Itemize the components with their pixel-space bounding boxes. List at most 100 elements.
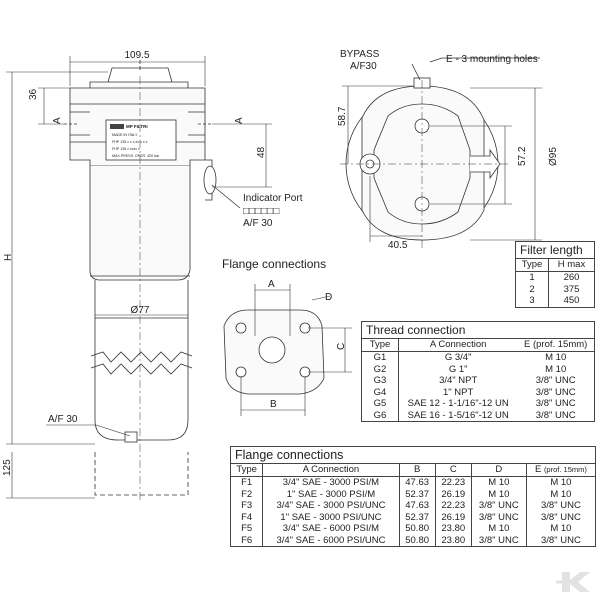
table-cell: M 10 [550,523,572,534]
table-row: G1 G 3/4" M 10 [362,351,594,364]
indicator-symbols-label: □□□□□□ [243,206,279,217]
table-cell: 3/8" UNC [471,500,527,512]
thread-header: A Connection [398,339,518,352]
table-cell: G2 [362,363,399,375]
indicator-port [203,159,241,209]
table-cell: 23.80 [435,523,472,535]
watermark-logo [556,572,590,592]
table-cell: 1" NPT [443,386,474,398]
table-cell: 3/8" UNC [535,409,576,421]
table-cell: 1 [516,271,549,284]
dim-57-2-label: 57.2 [517,146,528,166]
table-cell: 52.37 [399,488,436,500]
dim-58-7-label: 58.7 [337,106,348,126]
flange-drawing-title: Flange connections [222,257,326,271]
dim-48-label: 48 [256,146,267,158]
table-cell: G1 [362,351,399,364]
dim-width-label: 109.5 [124,50,149,61]
af30-bottom-label: A/F 30 [48,414,78,425]
table-cell: G 1" [448,363,468,375]
thread-header: Type [362,339,399,352]
filter-length-header: Type [516,259,549,272]
table-cell: 3/4" NPT [439,375,478,386]
table-cell: 26.19 [435,511,472,523]
table-cell: 3/8" UNC [535,375,576,386]
filter-length-header: H max [548,259,594,272]
table-cell: 3 [516,295,549,307]
label-brand: MP FILTRI [126,124,148,129]
table-cell: 260 [563,272,580,283]
table-row: G2 G 1" M 10 [362,363,594,375]
flange-connections-table: Flange connections Type A Connection B C… [230,446,596,547]
table-cell: M 10 [471,476,527,489]
table-row: 1 260 [516,271,594,284]
table-cell: F6 [231,534,264,546]
table-cell: SAE 12 - 1-1/16"-12 UN [407,398,509,409]
table-row: G5 SAE 12 - 1-1/16"-12 UN 3/8" UNC [362,398,594,410]
table-cell: SAE 16 - 1-5/16"-12 UN [407,409,509,421]
label-code1: FHP 135 x x x xx x x x [112,140,148,144]
table-cell: M 10 [550,488,572,500]
flange-header-e: E (prof. 15mm) [526,464,595,477]
label-pressure: MAX.PRESS. OPER. 420 bar [112,154,160,158]
table-cell: M 10 [545,363,567,375]
table-cell: G 3/4" [444,352,472,363]
flange-label-a: A [268,279,275,290]
table-cell: M 10 [550,477,572,488]
table-cell: 450 [563,295,580,306]
table-cell: 3/4" SAE - 3000 PSI/UNC [262,500,400,512]
filter-bowl [89,76,193,500]
table-cell: F5 [231,523,264,535]
table-cell: 52.37 [399,511,436,523]
table-cell: 1" SAE - 3000 PSI/M [262,488,400,500]
top-view [340,57,542,248]
table-cell: F3 [231,500,264,512]
table-cell: G3 [362,375,399,387]
table-row: 3 450 [516,295,594,307]
bypass-label: BYPASS [340,49,380,60]
flange-header: E [534,464,542,475]
port-a-right-label: A [234,117,245,124]
thread-connection-table: Thread connection Type A Connection E (p… [361,321,595,422]
table-cell: 47.63 [399,500,436,512]
main-dimensions [6,56,272,499]
dim-125-label: 125 [2,459,13,476]
table-cell: 26.19 [435,488,472,500]
table-cell: 47.63 [399,476,436,489]
table-cell: M 10 [545,352,567,363]
table-cell: 3/8" UNC [541,500,581,511]
flange-header: D [471,464,527,477]
table-cell: 3/8" UNC [535,398,576,409]
flange-header: C [435,464,472,477]
table-cell: M 10 [471,523,527,535]
flange-label-d: D [325,292,332,303]
label-made: MADE IN ITALY [112,133,138,137]
flange-header: A Connection [262,464,400,477]
flange-drawing [223,284,352,416]
indicator-port-label: Indicator Port [243,193,303,204]
table-cell: G5 [362,398,399,410]
table-cell: 23.80 [435,534,472,546]
table-cell: 3/8" UNC [471,534,527,546]
port-a-left-label: A [52,117,63,124]
table-cell: 375 [563,283,580,295]
thread-header: E (prof. 15mm) [517,339,594,352]
filter-length-title: Filter length [516,242,594,259]
table-cell: F4 [231,511,264,523]
flange-header: Type [231,464,264,477]
table-cell: 22.23 [435,476,472,489]
flange-table-title: Flange connections [231,447,595,464]
label-code2: FHP 135 x xxxx x [112,147,140,151]
mounting-holes-label: E - 3 mounting holes [446,54,538,65]
table-cell: 3/8" UNC [541,511,581,523]
table-cell: 2 [516,283,549,295]
dim-h-label: H [3,254,14,261]
